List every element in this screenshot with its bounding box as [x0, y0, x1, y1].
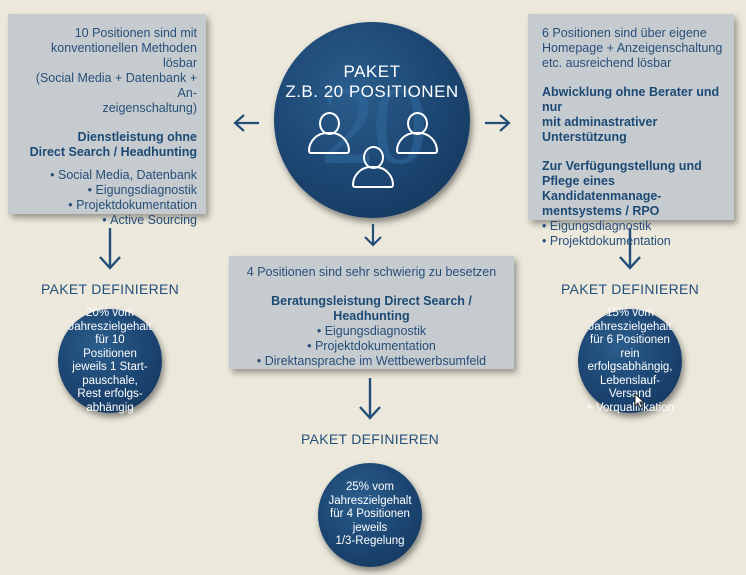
- left-box-intro-line: (Social Media + Datenbank + An-: [35, 71, 197, 100]
- circle-text-line: Jahreszielgehalt: [68, 320, 152, 333]
- list-item: Eigungsdiagnostik: [235, 324, 508, 339]
- circle-text-line: für 6 Positionen: [590, 334, 670, 346]
- main-circle-title-line: PAKET: [343, 62, 401, 81]
- circle-text-line: 25% vom: [346, 481, 394, 494]
- circle-text-line: Jahreszielgehalt: [588, 320, 672, 333]
- list-item: Projektdokumentation: [542, 234, 726, 249]
- right-pricing-circle: 15% vom Jahreszielgehalt für 6 Positione…: [578, 307, 682, 414]
- mouse-cursor-icon: [634, 393, 646, 409]
- main-circle-title-line: Z.B. 20 POSITIONEN: [285, 82, 459, 101]
- right-box-intro-line: Homepage + Anzeigenschaltung: [542, 41, 723, 55]
- circle-text-line: Jahreszielgehalt: [328, 494, 412, 507]
- circle-text-line: für 4 Positionen: [330, 508, 410, 521]
- circle-text-line: + Vorqualifikation: [586, 401, 674, 414]
- list-item: Projektdokumentation: [16, 198, 197, 213]
- left-box-intro-line: 10 Positionen sind mit: [74, 26, 197, 40]
- circle-text-line: jeweils: [352, 521, 388, 534]
- right-box-heading-line: Abwicklung ohne Berater und nur: [542, 85, 720, 114]
- list-item: Active Sourcing: [16, 213, 197, 228]
- right-box-intro-line: etc. ausreichend lösbar: [542, 56, 672, 70]
- right-box-list: Eigungsdiagnostik Projektdokumentation: [542, 219, 726, 249]
- center-info-box: 4 Positionen sind sehr schwierig zu bese…: [229, 256, 514, 369]
- center-box-intro: 4 Positionen sind sehr schwierig zu bese…: [246, 265, 497, 279]
- left-box-heading-line: Direct Search / Headhunting: [29, 145, 197, 159]
- person-icon: [307, 112, 350, 154]
- circle-text-line: für 10 Positionen: [83, 334, 137, 360]
- arrow-down-icon: [359, 378, 381, 420]
- right-box-heading-line: mentsystems / RPO: [542, 204, 660, 218]
- list-item: Social Media, Datenbank: [16, 168, 197, 183]
- package-label-right: PAKET DEFINIEREN: [560, 281, 700, 297]
- arrow-down-icon: [99, 228, 121, 270]
- circle-text-line: 15% vom: [606, 307, 654, 319]
- package-label-left: PAKET DEFINIEREN: [40, 281, 180, 297]
- right-box-heading-line: Zur Verfügungstellung und: [542, 159, 702, 173]
- circle-text-line: 1/3-Regelung: [335, 535, 405, 548]
- list-item: Direktansprache im Wettbewerbsumfeld: [235, 354, 508, 369]
- arrow-down-icon: [364, 224, 382, 247]
- package-label-center: PAKET DEFINIEREN: [300, 431, 440, 447]
- main-package-circle: 20 PAKET Z.B. 20 POSITIONEN: [274, 22, 470, 218]
- arrow-left-icon: [233, 114, 259, 132]
- right-box-heading-line: mit adminastrativer Unterstützung: [542, 115, 658, 144]
- person-icon: [351, 146, 394, 188]
- circle-text-line: jeweils 1 Start-: [72, 361, 148, 373]
- circle-text-line: pauschale,: [82, 374, 138, 387]
- list-item: Projektdokumentation: [235, 339, 508, 354]
- list-item: Eigungsdiagnostik: [542, 219, 726, 234]
- right-box-heading-line: Pflege eines Kandidatenmanage-: [542, 174, 662, 203]
- left-pricing-circle: 20% vom Jahreszielgehalt für 10 Position…: [58, 307, 162, 414]
- left-info-box: 10 Positionen sind mit konventionellen M…: [8, 14, 206, 227]
- person-icon: [395, 112, 438, 154]
- left-box-intro-line: konventionellen Methoden lösbar: [51, 41, 197, 70]
- arrow-right-icon: [485, 114, 511, 132]
- left-box-list: Social Media, Datenbank Eigungsdiagnosti…: [16, 168, 197, 228]
- main-circle-title: PAKET Z.B. 20 POSITIONEN: [274, 62, 470, 102]
- arrow-down-icon: [619, 228, 641, 270]
- list-item: Eigungsdiagnostik: [16, 183, 197, 198]
- left-box-heading-line: Dienstleistung ohne: [77, 130, 197, 144]
- left-box-intro-line: zeigenschaltung): [102, 101, 197, 115]
- circle-text-line: 20% vom: [86, 307, 134, 319]
- circle-text-line: Rest erfolgs-: [77, 388, 143, 400]
- center-box-heading: Beratungsleistung Direct Search / Headhu…: [271, 294, 472, 323]
- circle-text-line: Lebenslauf-Versand: [599, 374, 661, 401]
- center-box-list: Eigungsdiagnostik Projektdokumentation D…: [235, 324, 508, 369]
- circle-text-line: abhängig: [86, 401, 134, 414]
- right-box-intro-line: 6 Positionen sind über eigene: [542, 26, 707, 40]
- center-pricing-circle: 25% vom Jahreszielgehalt für 4 Positione…: [318, 463, 422, 567]
- circle-text-line: rein erfolgsabhängig,: [587, 347, 673, 374]
- right-info-box: 6 Positionen sind über eigene Homepage +…: [528, 14, 734, 248]
